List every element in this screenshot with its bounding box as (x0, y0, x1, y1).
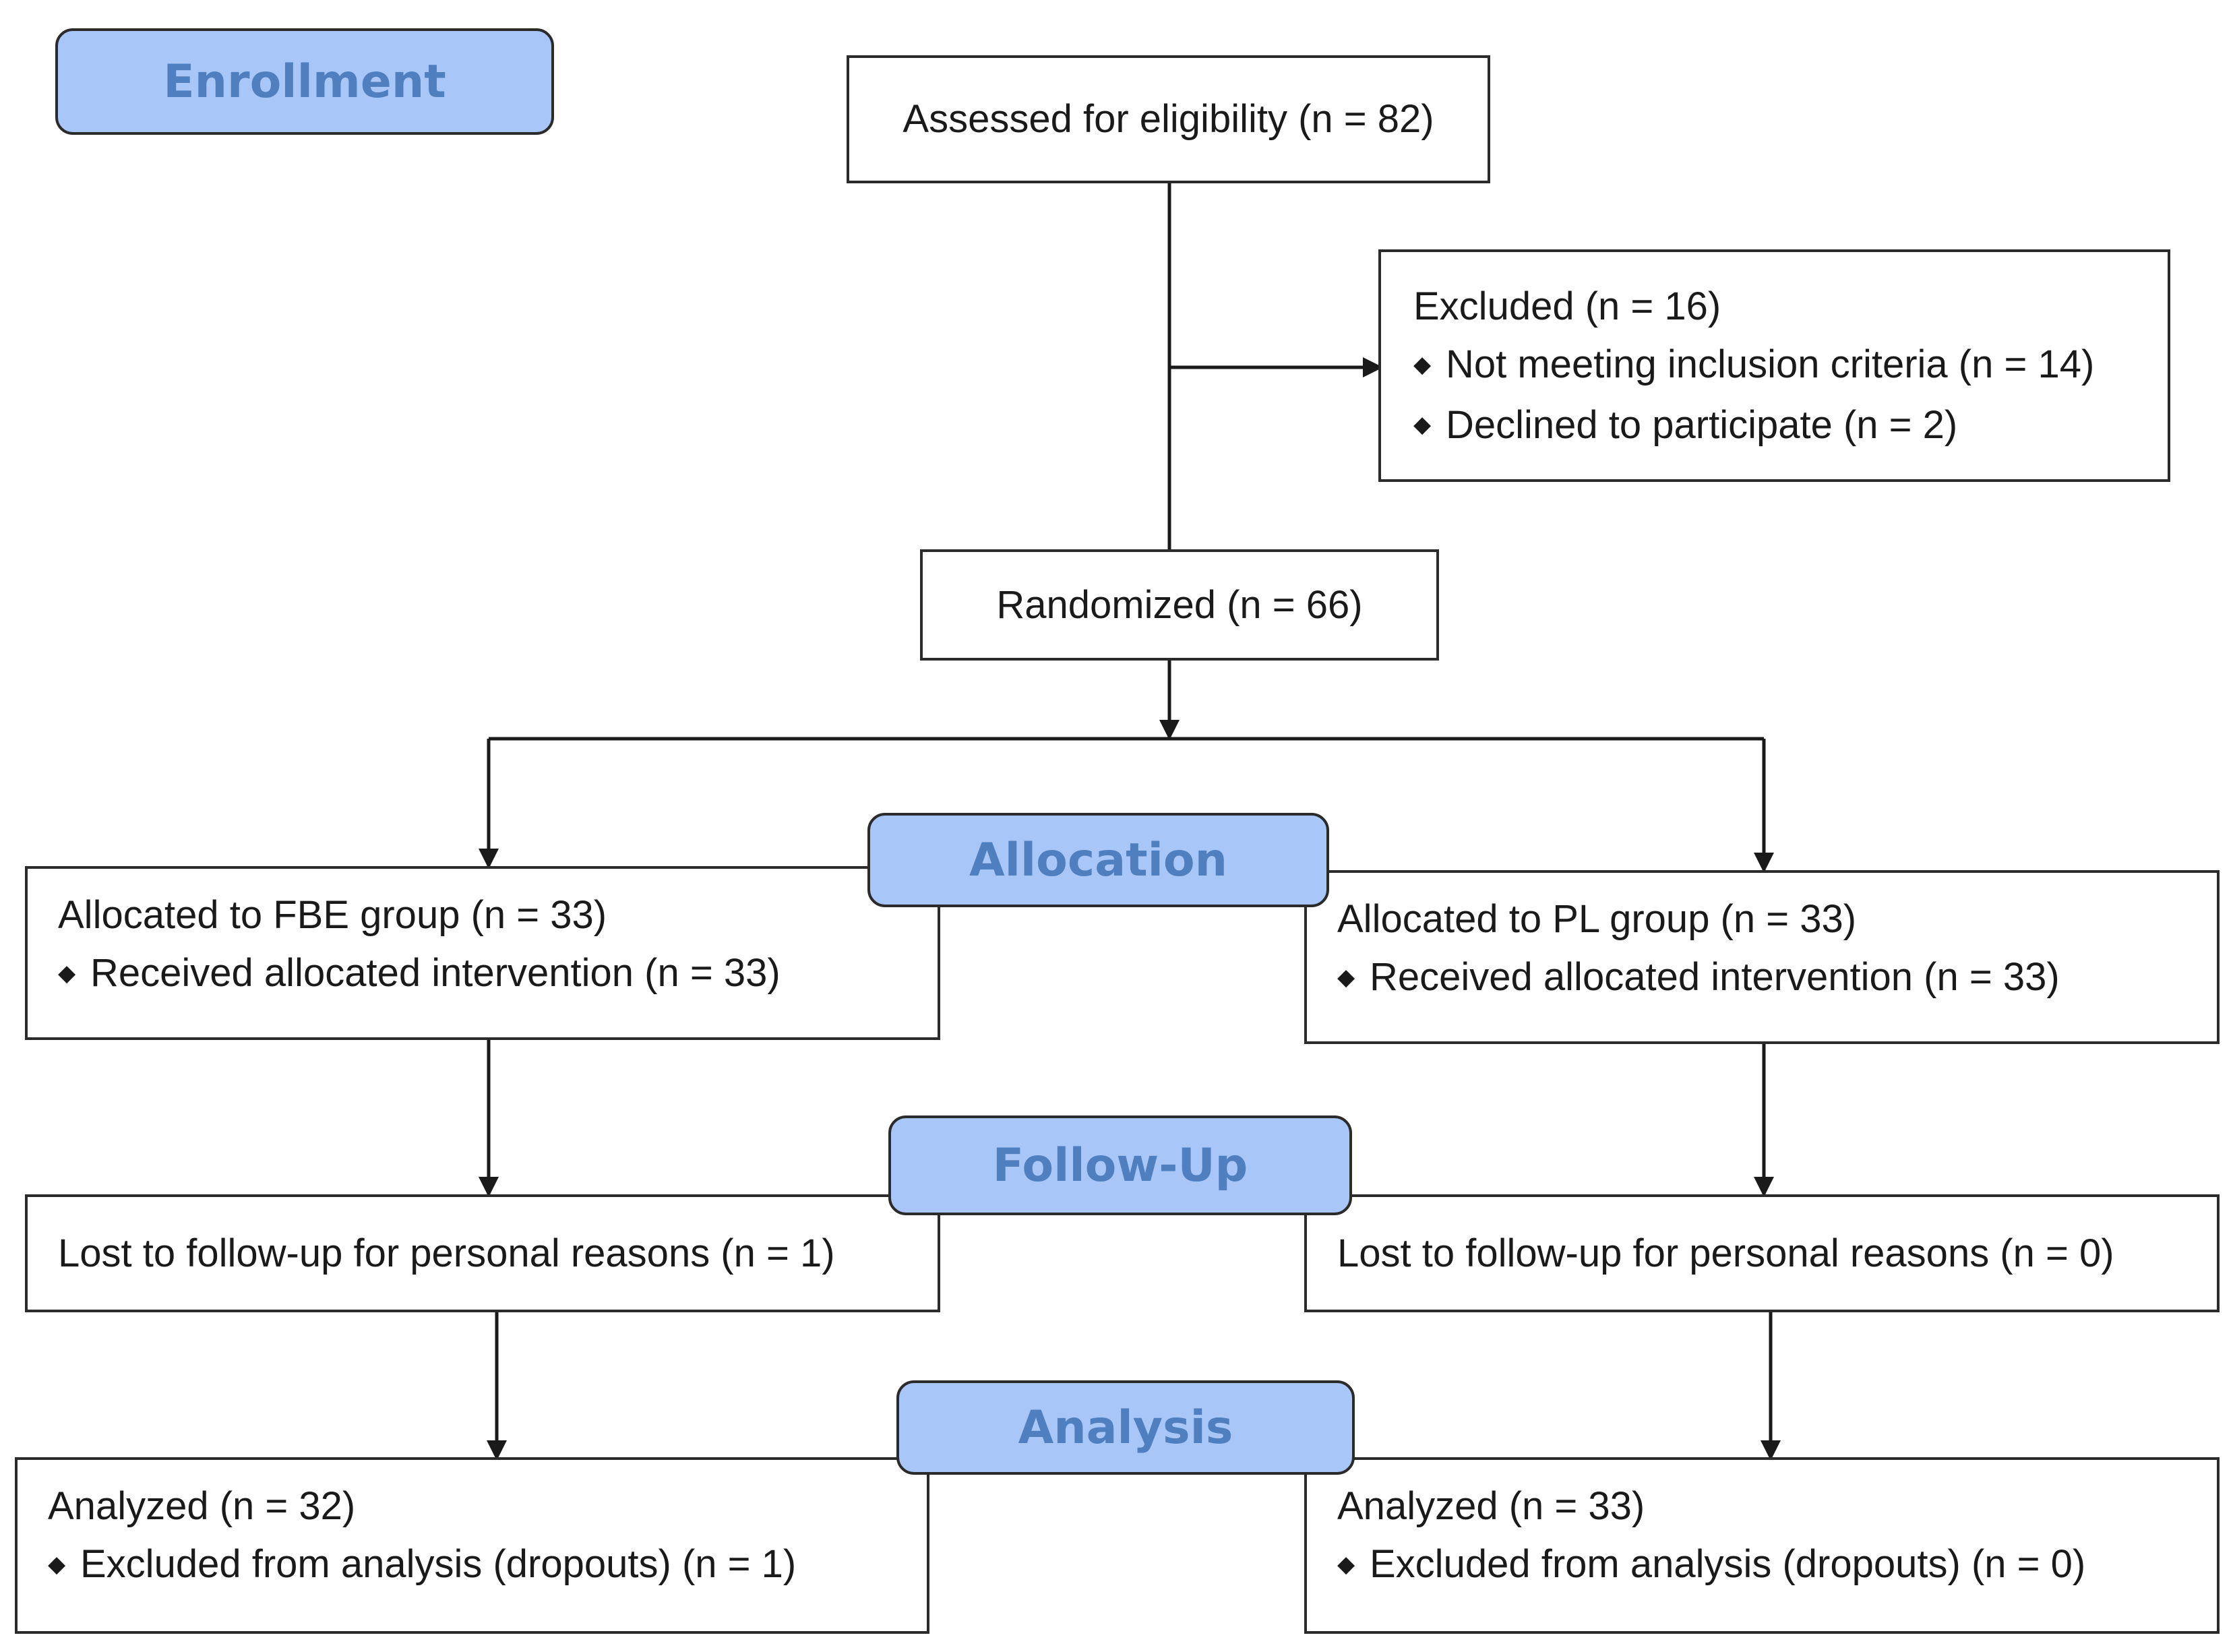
stage-allocation: Allocation (867, 813, 1329, 907)
analysis-fbe-list: ◆Excluded from analysis (dropouts) (n = … (48, 1535, 896, 1596)
analysis-pl-box: Analyzed (n = 33) ◆Excluded from analysi… (1304, 1457, 2220, 1634)
randomized-box: Randomized (n = 66) (920, 549, 1439, 661)
analysis-pl-item: ◆Excluded from analysis (dropouts) (n = … (1337, 1535, 2186, 1596)
allocation-fbe-item: ◆Received allocated intervention (n = 33… (58, 944, 907, 1005)
excluded-list: ◆Not meeting inclusion criteria (n = 14)… (1413, 336, 2135, 456)
bullet-icon: ◆ (1413, 412, 1432, 438)
followup-pl-box: Lost to follow-up for personal reasons (… (1304, 1194, 2220, 1312)
allocation-pl-list: ◆Received allocated intervention (n = 33… (1337, 948, 2186, 1009)
excluded-box: Excluded (n = 16) ◆Not meeting inclusion… (1378, 249, 2170, 482)
excluded-title: Excluded (n = 16) (1413, 284, 1721, 328)
allocation-fbe-list: ◆Received allocated intervention (n = 33… (58, 944, 907, 1005)
allocation-fbe-title: Allocated to FBE group (n = 33) (58, 893, 607, 937)
analysis-fbe-title: Analyzed (n = 32) (48, 1484, 356, 1528)
analysis-pl-title: Analyzed (n = 33) (1337, 1484, 1645, 1528)
assessed-box: Assessed for eligibility (n = 82) (847, 55, 1490, 183)
allocation-pl-item: ◆Received allocated intervention (n = 33… (1337, 948, 2186, 1009)
stage-follow-up: Follow-Up (888, 1115, 1352, 1215)
allocation-pl-box: Allocated to PL group (n = 33) ◆Received… (1304, 870, 2220, 1044)
followup-fbe-box: Lost to follow-up for personal reasons (… (25, 1194, 940, 1312)
analysis-fbe-item: ◆Excluded from analysis (dropouts) (n = … (48, 1535, 896, 1596)
bullet-icon: ◆ (58, 960, 76, 986)
excluded-item: ◆Declined to participate (n = 2) (1413, 396, 2135, 457)
allocation-fbe-box: Allocated to FBE group (n = 33) ◆Receive… (25, 866, 940, 1040)
analysis-fbe-box: Analyzed (n = 32) ◆Excluded from analysi… (15, 1457, 929, 1634)
analysis-pl-list: ◆Excluded from analysis (dropouts) (n = … (1337, 1535, 2186, 1596)
assessed-title: Assessed for eligibility (n = 82) (903, 97, 1434, 141)
bullet-icon: ◆ (1413, 351, 1432, 377)
stage-analysis: Analysis (896, 1380, 1355, 1475)
followup-fbe-title: Lost to follow-up for personal reasons (… (58, 1231, 835, 1275)
bullet-icon: ◆ (1337, 964, 1355, 990)
excluded-item: ◆Not meeting inclusion criteria (n = 14) (1413, 336, 2135, 396)
bullet-icon: ◆ (48, 1551, 66, 1577)
stage-enrollment: Enrollment (55, 28, 554, 135)
randomized-title: Randomized (n = 66) (996, 582, 1363, 627)
followup-pl-title: Lost to follow-up for personal reasons (… (1337, 1231, 2114, 1275)
allocation-pl-title: Allocated to PL group (n = 33) (1337, 897, 1857, 941)
bullet-icon: ◆ (1337, 1551, 1355, 1577)
